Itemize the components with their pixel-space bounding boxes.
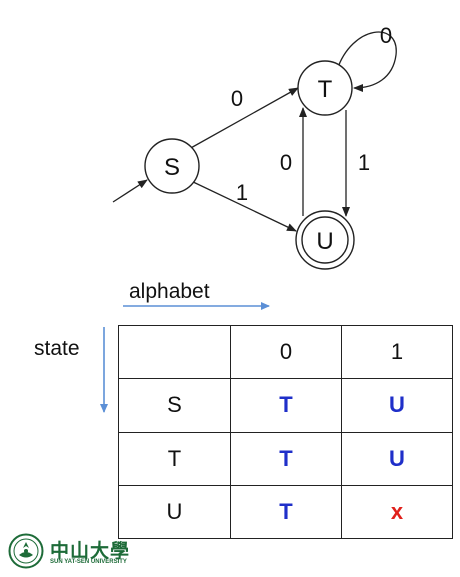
state-diagram: 0 1 0 1 0 S T U bbox=[112, 23, 397, 270]
edge-s-t bbox=[188, 87, 299, 150]
state-t-label: T bbox=[318, 76, 333, 103]
edge-s-u bbox=[188, 179, 297, 232]
university-name-en: SUN YAT-SEN UNIVERSITY bbox=[50, 559, 127, 565]
state-s-label: S bbox=[164, 154, 180, 181]
university-logo: 中山大學 SUN YAT-SEN UNIVERSITY bbox=[8, 532, 148, 572]
edge-t-t bbox=[336, 31, 397, 92]
table-row: U T x bbox=[118, 484, 453, 540]
state-axis-label: state bbox=[34, 337, 80, 360]
next-state-cell: T bbox=[230, 431, 342, 486]
state-u-accepting: U bbox=[295, 210, 355, 270]
edge-label-s-t: 0 bbox=[231, 86, 243, 111]
edge-label-s-u: 1 bbox=[236, 180, 248, 205]
table-row: S T U bbox=[118, 378, 453, 433]
state-t: T bbox=[297, 60, 353, 116]
table-header-row: 0 1 bbox=[118, 324, 453, 380]
edge-label-t-t: 0 bbox=[380, 23, 392, 48]
table-header-symbol-0: 0 bbox=[230, 324, 342, 380]
next-state-cell: U bbox=[341, 378, 453, 433]
next-state-cell: T bbox=[230, 378, 342, 433]
table-row: T T U bbox=[118, 431, 453, 486]
row-state: S bbox=[118, 378, 231, 433]
edge-label-u-t: 0 bbox=[280, 150, 292, 175]
next-state-cell: U bbox=[341, 431, 453, 486]
edge-label-t-u: 1 bbox=[358, 150, 370, 175]
undefined-transition-cell: x bbox=[341, 484, 453, 540]
university-name-zh: 中山大學 bbox=[50, 540, 131, 562]
state-s: S bbox=[144, 138, 200, 194]
row-state: U bbox=[118, 484, 231, 540]
start-arrow bbox=[112, 179, 148, 203]
university-seal-icon bbox=[8, 533, 44, 569]
table-header-corner bbox=[118, 324, 231, 380]
state-u-label: U bbox=[316, 228, 333, 255]
table-header-symbol-1: 1 bbox=[341, 324, 453, 380]
transition-table: 0 1 S T U T T U U T x bbox=[118, 324, 453, 540]
next-state-cell: T bbox=[230, 484, 342, 540]
alphabet-axis-label: alphabet bbox=[129, 280, 210, 303]
row-state: T bbox=[118, 431, 231, 486]
